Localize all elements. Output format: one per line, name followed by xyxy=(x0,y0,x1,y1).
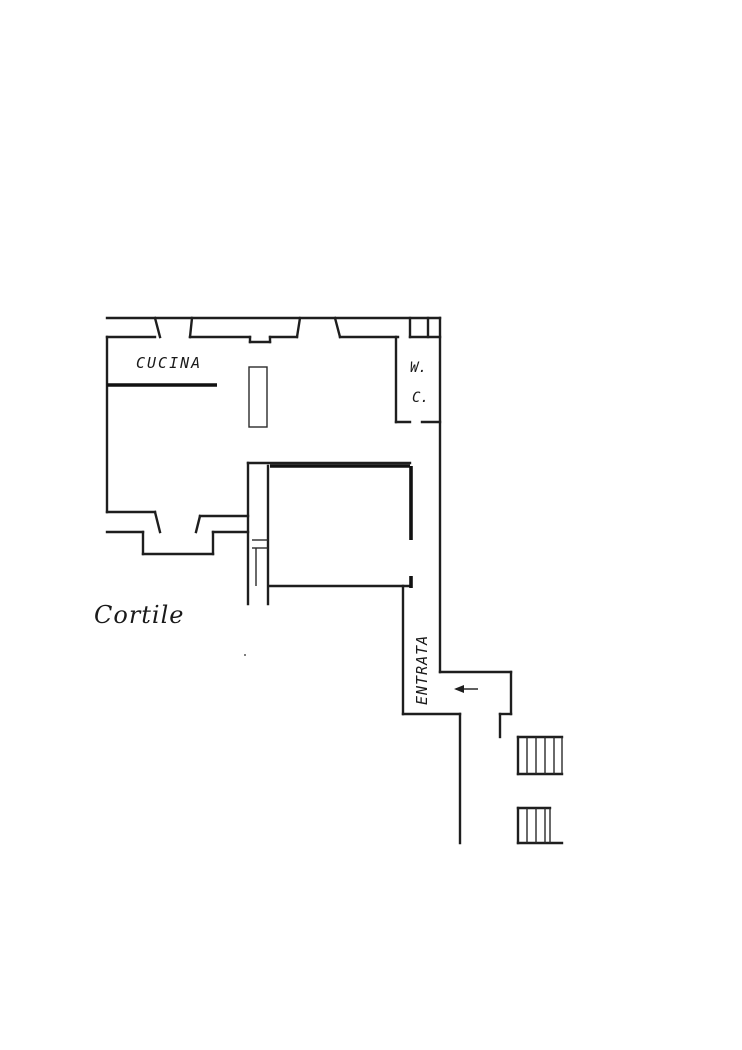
wc-label-line2: C. xyxy=(412,390,429,406)
courtyard-label: Cortile xyxy=(94,601,184,629)
kitchen-room: CUCINA xyxy=(105,335,268,514)
entrance-corridor: ENTRATA xyxy=(401,316,513,845)
central-room xyxy=(246,461,413,606)
arrow-left-icon xyxy=(454,685,478,693)
entrance-label: ENTRATA xyxy=(413,635,431,705)
kitchen-label: CUCINA xyxy=(136,354,202,372)
scan-speck xyxy=(244,654,246,656)
kitchen-bottom-wall xyxy=(105,510,250,556)
stairs-icon xyxy=(516,735,564,845)
top-exterior-wall xyxy=(105,316,442,344)
wc-label-line1: W. xyxy=(410,360,427,376)
wc-room: W. C. xyxy=(394,335,442,424)
